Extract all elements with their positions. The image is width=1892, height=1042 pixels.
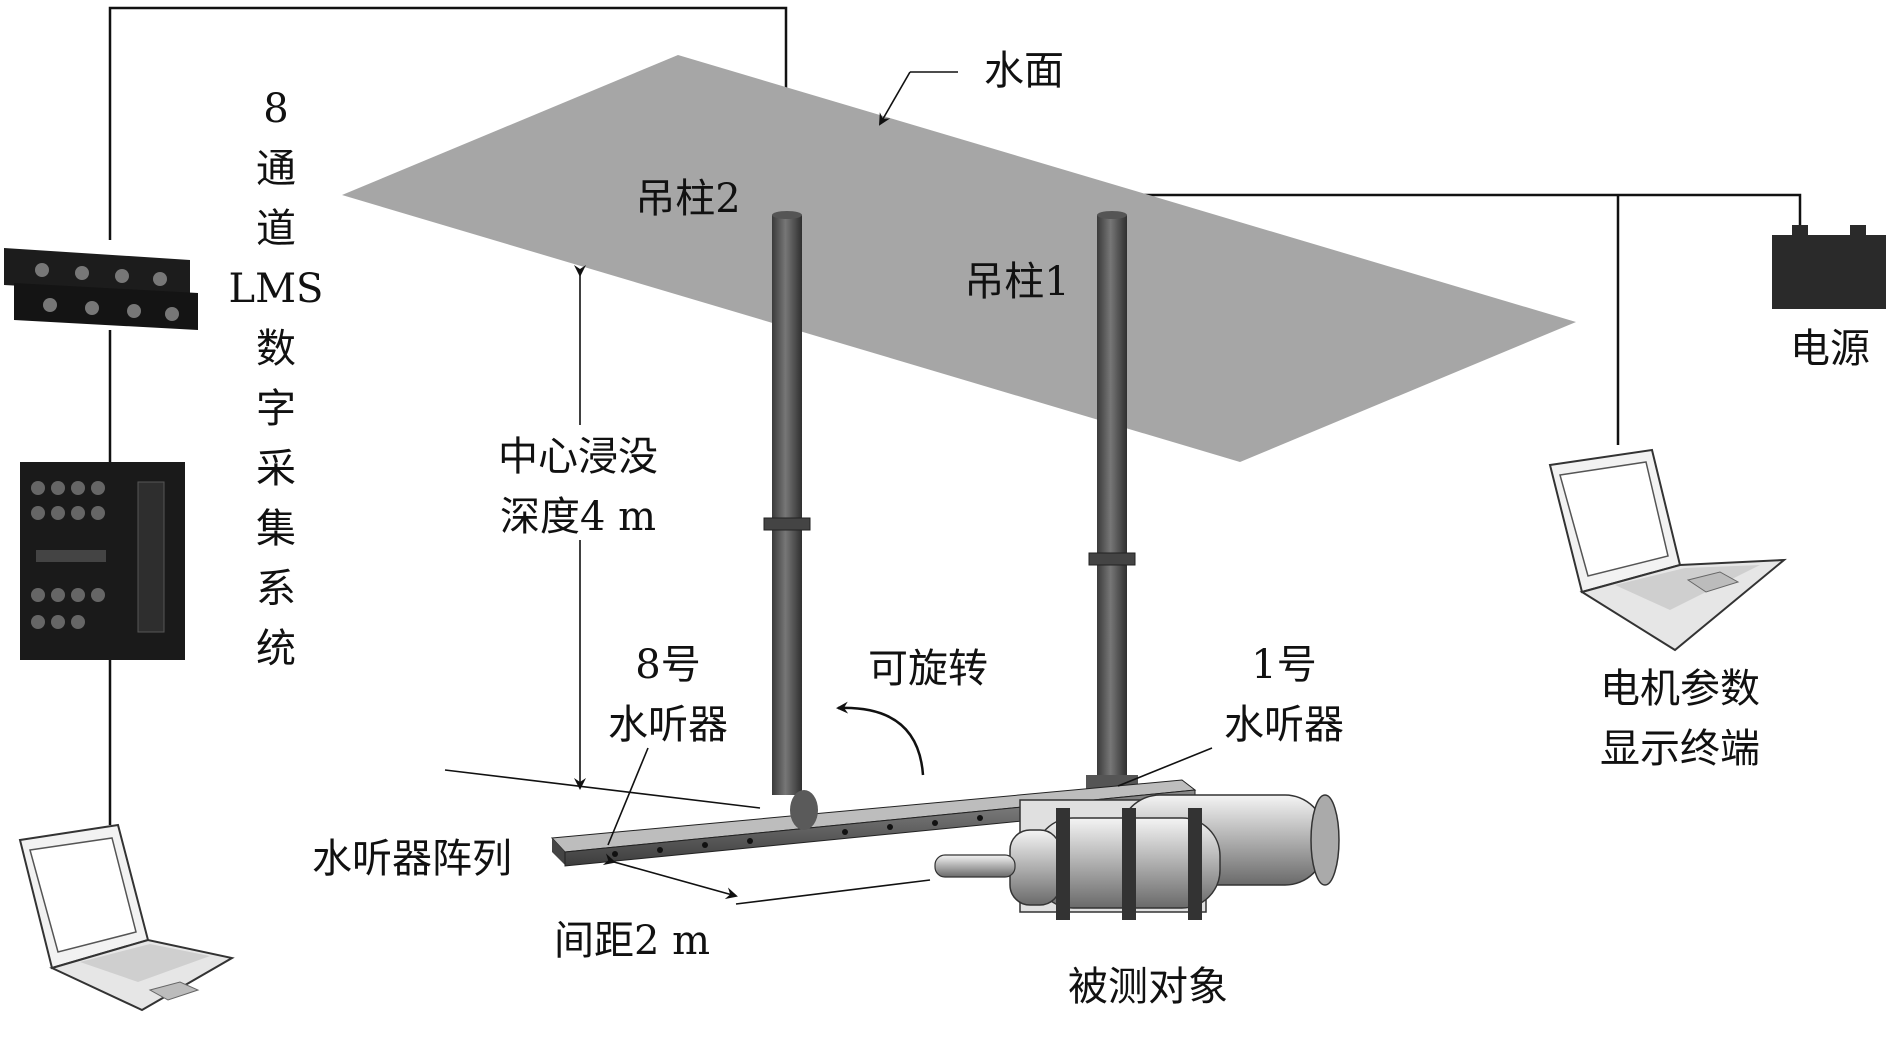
label-test-object: 被测对象 xyxy=(1068,964,1228,1010)
label-lms-line-9: 系 xyxy=(256,566,296,612)
label-depth-line-2: 深度4 m xyxy=(500,494,656,540)
battery-icon xyxy=(1772,225,1886,309)
label-lms-line-6: 字 xyxy=(256,386,296,432)
test-object-motor xyxy=(934,794,1340,920)
column-1 xyxy=(1086,211,1138,793)
label-lms-line-4: LMS xyxy=(229,266,324,312)
label-hydrophone-8-line-2: 水听器 xyxy=(608,702,728,748)
label-motor-display-line-1: 电机参数 xyxy=(1600,666,1760,712)
spacing-arrow xyxy=(602,853,931,905)
label-hydrophone-8-line-1: 8号 xyxy=(635,642,700,688)
water-surface-pointer xyxy=(879,71,958,126)
label-motor-display-line-2: 显示终端 xyxy=(1600,726,1760,772)
lms-front-panel-icon xyxy=(20,462,185,660)
hydrophone-8-pointer xyxy=(607,747,649,846)
label-lms-line-1: 8 xyxy=(263,86,288,132)
label-rotatable: 可旋转 xyxy=(868,646,988,692)
label-lms-line-10: 统 xyxy=(256,626,296,672)
lms-rack-unit-icon xyxy=(4,248,198,330)
label-lms-line-7: 采 xyxy=(256,446,296,492)
label-spacing: 间距2 m xyxy=(554,918,710,964)
hydrophone-1-pointer xyxy=(1117,747,1213,787)
laptop-left-icon xyxy=(18,823,235,1012)
label-lms-line-2: 通 xyxy=(256,146,296,192)
label-lms-line-3: 道 xyxy=(256,206,296,252)
label-depth-line-1: 中心浸没 xyxy=(498,434,658,480)
label-lms-line-5: 数 xyxy=(256,326,296,372)
label-column-2: 吊柱2 xyxy=(635,176,740,222)
label-power: 电源 xyxy=(1790,326,1870,372)
label-hydrophone-1-line-1: 1号 xyxy=(1251,642,1316,688)
rotation-arrow xyxy=(836,701,925,776)
label-lms-line-8: 集 xyxy=(256,506,296,552)
label-column-1: 吊柱1 xyxy=(964,259,1069,305)
laptop-right-icon xyxy=(1548,448,1787,652)
depth-dimension-arrow xyxy=(444,265,761,809)
label-hydrophone-1-line-2: 水听器 xyxy=(1224,702,1344,748)
water-surface-plane xyxy=(342,55,1576,462)
column-2 xyxy=(763,211,811,795)
label-hydrophone-array: 水听器阵列 xyxy=(312,836,512,882)
label-water-surface: 水面 xyxy=(984,48,1064,94)
